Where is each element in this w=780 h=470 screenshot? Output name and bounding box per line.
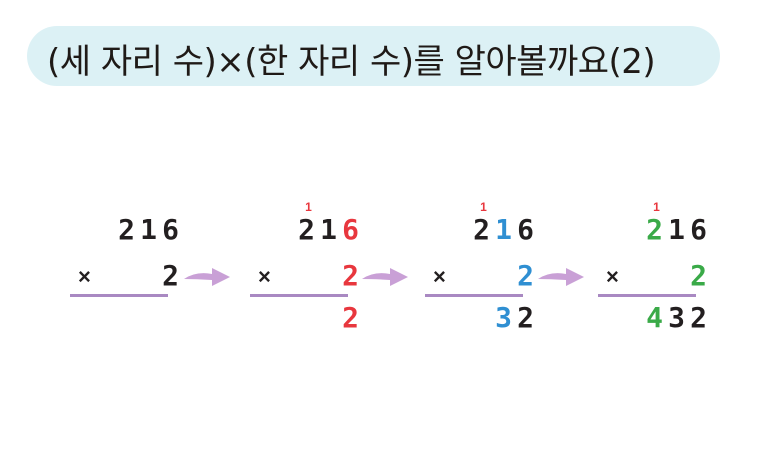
multiplier-row: 2: [453, 256, 535, 296]
step-3: 1 2 1 6 × 2 3 2: [425, 0, 535, 470]
ones-digit: 6: [517, 213, 534, 246]
ones-digit: 6: [342, 213, 359, 246]
result-hundreds-digit: 4: [646, 301, 663, 334]
result-ones-digit: 2: [690, 301, 707, 334]
tens-digit: 1: [668, 213, 685, 246]
result-line: [425, 294, 523, 297]
result-tens-digit: 3: [495, 301, 512, 334]
multiplier-digit: 2: [162, 259, 179, 292]
multiplier-row: 2: [98, 256, 180, 296]
step-2: 1 2 1 6 × 2 2: [250, 0, 360, 470]
times-symbol: ×: [606, 264, 619, 289]
multiplier-digit: 2: [690, 259, 707, 292]
tens-digit: 1: [320, 213, 337, 246]
carry-digit: 1: [305, 200, 312, 214]
result-row: 3 2: [453, 298, 535, 338]
multiplier-row: 2: [278, 256, 360, 296]
carry-digit: 1: [653, 200, 660, 214]
multiplicand-row: 2 1 6: [626, 210, 708, 250]
result-line: [70, 294, 168, 297]
hundreds-digit: 2: [646, 213, 663, 246]
multiplicand-row: 2 1 6: [98, 210, 180, 250]
result-ones-digit: 2: [342, 301, 359, 334]
hundreds-digit: 2: [118, 213, 135, 246]
multiplicand-row: 2 1 6: [278, 210, 360, 250]
result-row: 2: [278, 298, 360, 338]
times-symbol: ×: [78, 264, 91, 289]
result-ones-digit: 2: [517, 301, 534, 334]
tens-digit: 1: [495, 213, 512, 246]
carry-digit: 1: [480, 200, 487, 214]
multiplicand-row: 2 1 6: [453, 210, 535, 250]
result-line: [598, 294, 696, 297]
page-title: (세 자리 수)×(한 자리 수)를 알아볼까요(2): [47, 42, 656, 82]
times-symbol: ×: [433, 264, 446, 289]
ones-digit: 6: [690, 213, 707, 246]
title-banner: [27, 26, 720, 86]
result-tens-digit: 3: [668, 301, 685, 334]
hundreds-digit: 2: [298, 213, 315, 246]
result-row: 4 3 2: [626, 298, 708, 338]
multiplier-row: 2: [626, 256, 708, 296]
hundreds-digit: 2: [473, 213, 490, 246]
multiplier-digit: 2: [342, 259, 359, 292]
multiplier-digit: 2: [517, 259, 534, 292]
right-arrow-icon: [184, 268, 230, 286]
times-symbol: ×: [258, 264, 271, 289]
right-arrow-icon: [362, 268, 408, 286]
tens-digit: 1: [140, 213, 157, 246]
step-1: 2 1 6 × 2: [70, 0, 180, 470]
result-line: [250, 294, 348, 297]
right-arrow-icon: [538, 268, 584, 286]
ones-digit: 6: [162, 213, 179, 246]
step-4: 1 2 1 6 × 2 4 3 2: [598, 0, 708, 470]
